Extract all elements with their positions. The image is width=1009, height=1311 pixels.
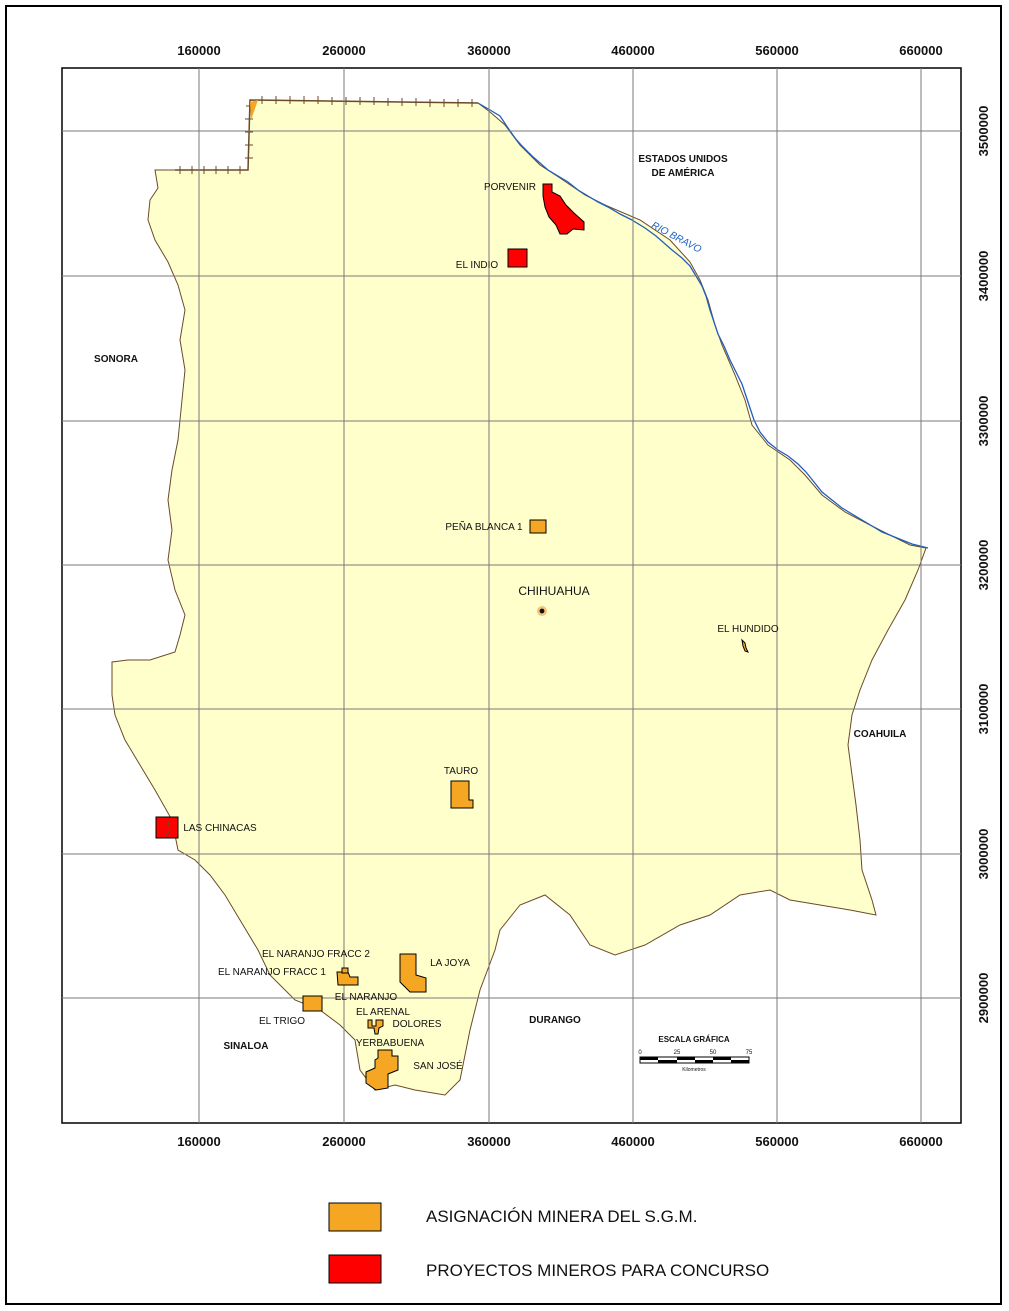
label-sinaloa: SINALOA (224, 1041, 269, 1052)
label-durango: DURANGO (529, 1015, 581, 1026)
label-el-naranjo: EL NARANJO (335, 992, 398, 1003)
legend-label-proyectos: PROYECTOS MINEROS PARA CONCURSO (426, 1261, 769, 1280)
site-las-chinacas-square (155, 816, 179, 839)
scale-bar-tick: 25 (674, 1050, 681, 1056)
site-san-jose-polygon (365, 1049, 399, 1091)
legend-swatch-asignacion (328, 1202, 382, 1232)
x-tick-top: 660000 (899, 43, 942, 58)
label-san-jose: SAN JOSÉ (413, 1059, 463, 1072)
scale-bar-tick: 0 (638, 1050, 642, 1056)
us-border-line (175, 99, 479, 171)
label-coahuila: COAHUILA (854, 729, 907, 740)
label-el-trigo: EL TRIGO (259, 1016, 305, 1027)
legend-swatch-proyectos (328, 1254, 382, 1284)
label-porvenir: PORVENIR (484, 182, 536, 193)
label-el-indio: EL INDIO (456, 260, 499, 271)
x-tick-bottom: 260000 (322, 1134, 365, 1149)
x-tick-bottom: 660000 (899, 1134, 942, 1149)
site-la-joya-polygon (399, 953, 427, 993)
site-el-hundido-polygon (741, 638, 749, 653)
border-sliver-asignacion (250, 100, 258, 120)
scale-bar-title: ESCALA GRÁFICA (658, 1035, 729, 1044)
y-tick: 3200000 (976, 540, 991, 591)
site-porvenir-polygon (542, 183, 585, 235)
label-dolores: DOLORES (393, 1019, 442, 1030)
x-tick-top: 260000 (322, 43, 365, 58)
site-el-naranjo-polygon (302, 995, 323, 1012)
scale-bar-unit: Kilometros (682, 1067, 706, 1073)
scale-bar (639, 1056, 750, 1064)
us-border-ticks (179, 96, 473, 174)
x-tick-bottom: 560000 (755, 1134, 798, 1149)
site-pena-blanca-square (529, 519, 547, 534)
x-tick-bottom: 160000 (177, 1134, 220, 1149)
legend-label-asignacion: ASIGNACIÓN MINERA DEL S.G.M. (426, 1207, 697, 1226)
site-el-indio-square (507, 248, 528, 268)
label-el-hundido: EL HUNDIDO (717, 624, 779, 635)
label-la-joya: LA JOYA (430, 958, 470, 969)
capital-point (539, 608, 545, 614)
scale-bar-tick: 50 (710, 1050, 717, 1056)
label-tauro: TAURO (444, 766, 478, 777)
x-tick-top: 360000 (467, 43, 510, 58)
scale-bar-tick: 75 (746, 1050, 753, 1056)
label-usa-line2: DE AMÉRICA (652, 166, 715, 179)
x-tick-top: 460000 (611, 43, 654, 58)
x-tick-top: 160000 (177, 43, 220, 58)
y-tick: 3300000 (976, 396, 991, 447)
rio-bravo-line (477, 102, 929, 549)
label-pena-blanca: PEÑA BLANCA 1 (445, 520, 523, 533)
y-tick: 3400000 (976, 251, 991, 302)
site-tauro-polygon (450, 780, 474, 809)
site-el-naranjo-fracc2-polygon (341, 967, 349, 974)
label-chihuahua: CHIHUAHUA (518, 584, 589, 598)
y-tick: 2900000 (976, 973, 991, 1024)
label-sonora: SONORA (94, 354, 138, 365)
site-dolores-polygon (367, 1019, 384, 1035)
y-tick: 3500000 (976, 106, 991, 157)
grid-lines (62, 68, 961, 1123)
label-el-naranjo-fracc1: EL NARANJO FRACC 1 (218, 967, 326, 978)
x-tick-bottom: 460000 (611, 1134, 654, 1149)
label-usa-line1: ESTADOS UNIDOS (638, 154, 728, 165)
label-el-arenal: EL ARENAL (356, 1007, 411, 1018)
y-tick: 3000000 (976, 829, 991, 880)
label-yerbabuena: YERBABUENA (356, 1038, 425, 1049)
label-el-naranjo-fracc2: EL NARANJO FRACC 2 (262, 949, 370, 960)
x-tick-top: 560000 (755, 43, 798, 58)
las-chinacas-border-detail (165, 821, 171, 837)
x-tick-bottom: 360000 (467, 1134, 510, 1149)
label-las-chinacas: LAS CHINACAS (183, 823, 257, 834)
y-tick: 3100000 (976, 684, 991, 735)
